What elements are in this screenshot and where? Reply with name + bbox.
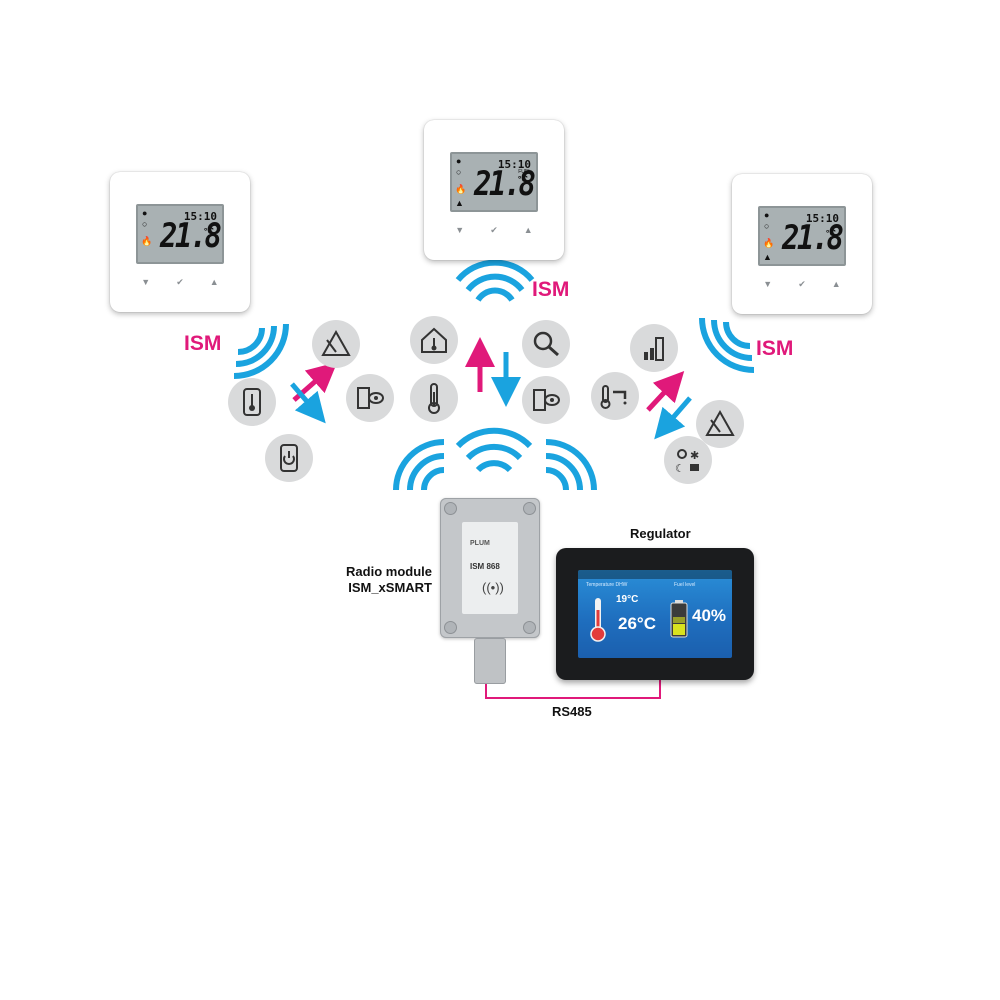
season-mode-icon: ✱ ☾ bbox=[664, 436, 712, 484]
house-thermometer-icon bbox=[410, 316, 458, 364]
down-button[interactable]: ▼ bbox=[763, 279, 773, 289]
screw bbox=[444, 502, 457, 515]
uplink-arrow bbox=[646, 371, 685, 412]
screw bbox=[444, 621, 457, 634]
status-icon: ○ bbox=[142, 219, 148, 229]
wifi-signal-icon bbox=[233, 323, 289, 379]
rs485-wire bbox=[485, 680, 661, 699]
brand-logo: PLUM bbox=[470, 540, 490, 547]
confirm-button[interactable]: ✔ bbox=[176, 277, 184, 287]
alarm-warning-icon bbox=[312, 320, 360, 368]
module-nameplate bbox=[462, 522, 518, 614]
fuel-label: FUEL bbox=[518, 169, 531, 175]
room-thermostat: ● ○ 🔥 ▲ 15:10 21.8 °C ▼ ✔ ▲ bbox=[732, 174, 872, 314]
regulator-screen: Temperature DHW Fuel level 19°C 26°C 40% bbox=[578, 570, 732, 658]
status-icon: ● bbox=[456, 156, 462, 166]
fuel-title: Fuel level bbox=[674, 582, 696, 588]
downlink-arrow bbox=[654, 396, 692, 440]
radio-icon: ((•)) bbox=[482, 580, 504, 595]
flame-icon: 🔥 bbox=[763, 238, 775, 248]
room-thermostat: ● ○ 🔥 ▲ 15:10 FUEL 21.8 °C ▼ ✔ ▲ bbox=[424, 120, 564, 260]
down-button[interactable]: ▼ bbox=[141, 277, 151, 287]
up-button[interactable]: ▲ bbox=[209, 277, 219, 287]
search-icon bbox=[522, 320, 570, 368]
regulator-panel: Temperature DHW Fuel level 19°C 26°C 40% bbox=[556, 548, 754, 680]
room-thermostat: ● ○ 🔥 15:10 21.8 °C ▼ ✔ ▲ bbox=[110, 172, 250, 312]
temperature-unit: °C bbox=[825, 228, 836, 238]
thermometer-icon bbox=[590, 598, 606, 642]
thermostat-keys: ▼ ✔ ▲ bbox=[732, 279, 872, 290]
status-bar bbox=[578, 570, 732, 579]
thermometer-tap-icon bbox=[591, 372, 639, 420]
flame-icon: 🔥 bbox=[455, 184, 467, 194]
flame-icon: 🔥 bbox=[141, 236, 153, 246]
eye-sensor-icon bbox=[522, 376, 570, 424]
wifi-signal-icon bbox=[455, 427, 533, 473]
thermometer-panel-icon bbox=[228, 378, 276, 426]
thermostat-display: ● ○ 🔥 ▲ 15:10 FUEL 21.8 °C bbox=[450, 152, 538, 212]
status-icon: ● bbox=[142, 208, 148, 218]
wifi-signal-icon bbox=[393, 439, 445, 491]
ism-label: ISM bbox=[756, 337, 794, 360]
module-model: ISM 868 bbox=[470, 562, 500, 571]
confirm-button[interactable]: ✔ bbox=[490, 225, 498, 235]
screw bbox=[523, 621, 536, 634]
set-temperature: 19°C bbox=[616, 594, 639, 605]
clock-readout: 15:10 bbox=[805, 212, 839, 225]
svg-text:☾: ☾ bbox=[675, 462, 685, 475]
warning-icon: ▲ bbox=[763, 252, 772, 262]
clock-readout: 15:10 bbox=[497, 158, 531, 171]
up-button[interactable]: ▲ bbox=[523, 225, 533, 235]
up-button[interactable]: ▲ bbox=[831, 279, 841, 289]
dhw-title: Temperature DHW bbox=[586, 582, 628, 588]
actual-temperature: 26°C bbox=[618, 614, 656, 633]
wifi-signal-icon bbox=[699, 317, 755, 373]
temperature-readout: 21.8 bbox=[160, 216, 222, 256]
fuel-gauge-icon bbox=[670, 600, 688, 638]
bus-label: RS485 bbox=[552, 704, 592, 719]
thermostat-keys: ▼ ✔ ▲ bbox=[110, 277, 250, 288]
status-icon: ○ bbox=[764, 221, 770, 231]
eye-sensor-icon bbox=[346, 374, 394, 422]
thermometer-icon bbox=[410, 374, 458, 422]
downlink-arrow bbox=[290, 382, 326, 424]
regulator-label: Regulator bbox=[630, 526, 691, 541]
alarm-warning-icon bbox=[696, 400, 744, 448]
down-button[interactable]: ▼ bbox=[455, 225, 465, 235]
radio-module: PLUM ISM 868 ((•)) bbox=[440, 498, 540, 684]
status-icon: ● bbox=[764, 210, 770, 220]
temperature-unit: °C bbox=[517, 174, 528, 184]
temperature-unit: °C bbox=[203, 226, 214, 236]
cable-gland bbox=[474, 638, 506, 684]
wifi-signal-icon bbox=[545, 439, 597, 491]
thermostat-display: ● ○ 🔥 15:10 21.8 °C bbox=[136, 204, 224, 264]
power-panel-icon bbox=[265, 434, 313, 482]
uplink-arrow bbox=[292, 362, 338, 402]
level-indicator-icon bbox=[630, 324, 678, 372]
temperature-readout: 21.8 bbox=[474, 164, 536, 204]
warning-icon: ▲ bbox=[455, 198, 464, 208]
svg-text:✱: ✱ bbox=[690, 449, 699, 462]
wifi-signal-icon bbox=[455, 259, 535, 302]
status-icon: ○ bbox=[456, 167, 462, 177]
fuel-level: 40% bbox=[692, 606, 727, 625]
clock-readout: 15:10 bbox=[183, 210, 217, 223]
screw bbox=[523, 502, 536, 515]
module-label: Radio module ISM_xSMART bbox=[346, 564, 432, 595]
ism-label: ISM bbox=[532, 278, 570, 301]
ism-label: ISM bbox=[184, 332, 222, 355]
thermostat-display: ● ○ 🔥 ▲ 15:10 21.8 °C bbox=[758, 206, 846, 266]
temperature-readout: 21.8 bbox=[782, 218, 844, 258]
thermostat-keys: ▼ ✔ ▲ bbox=[424, 225, 564, 236]
confirm-button[interactable]: ✔ bbox=[798, 279, 806, 289]
